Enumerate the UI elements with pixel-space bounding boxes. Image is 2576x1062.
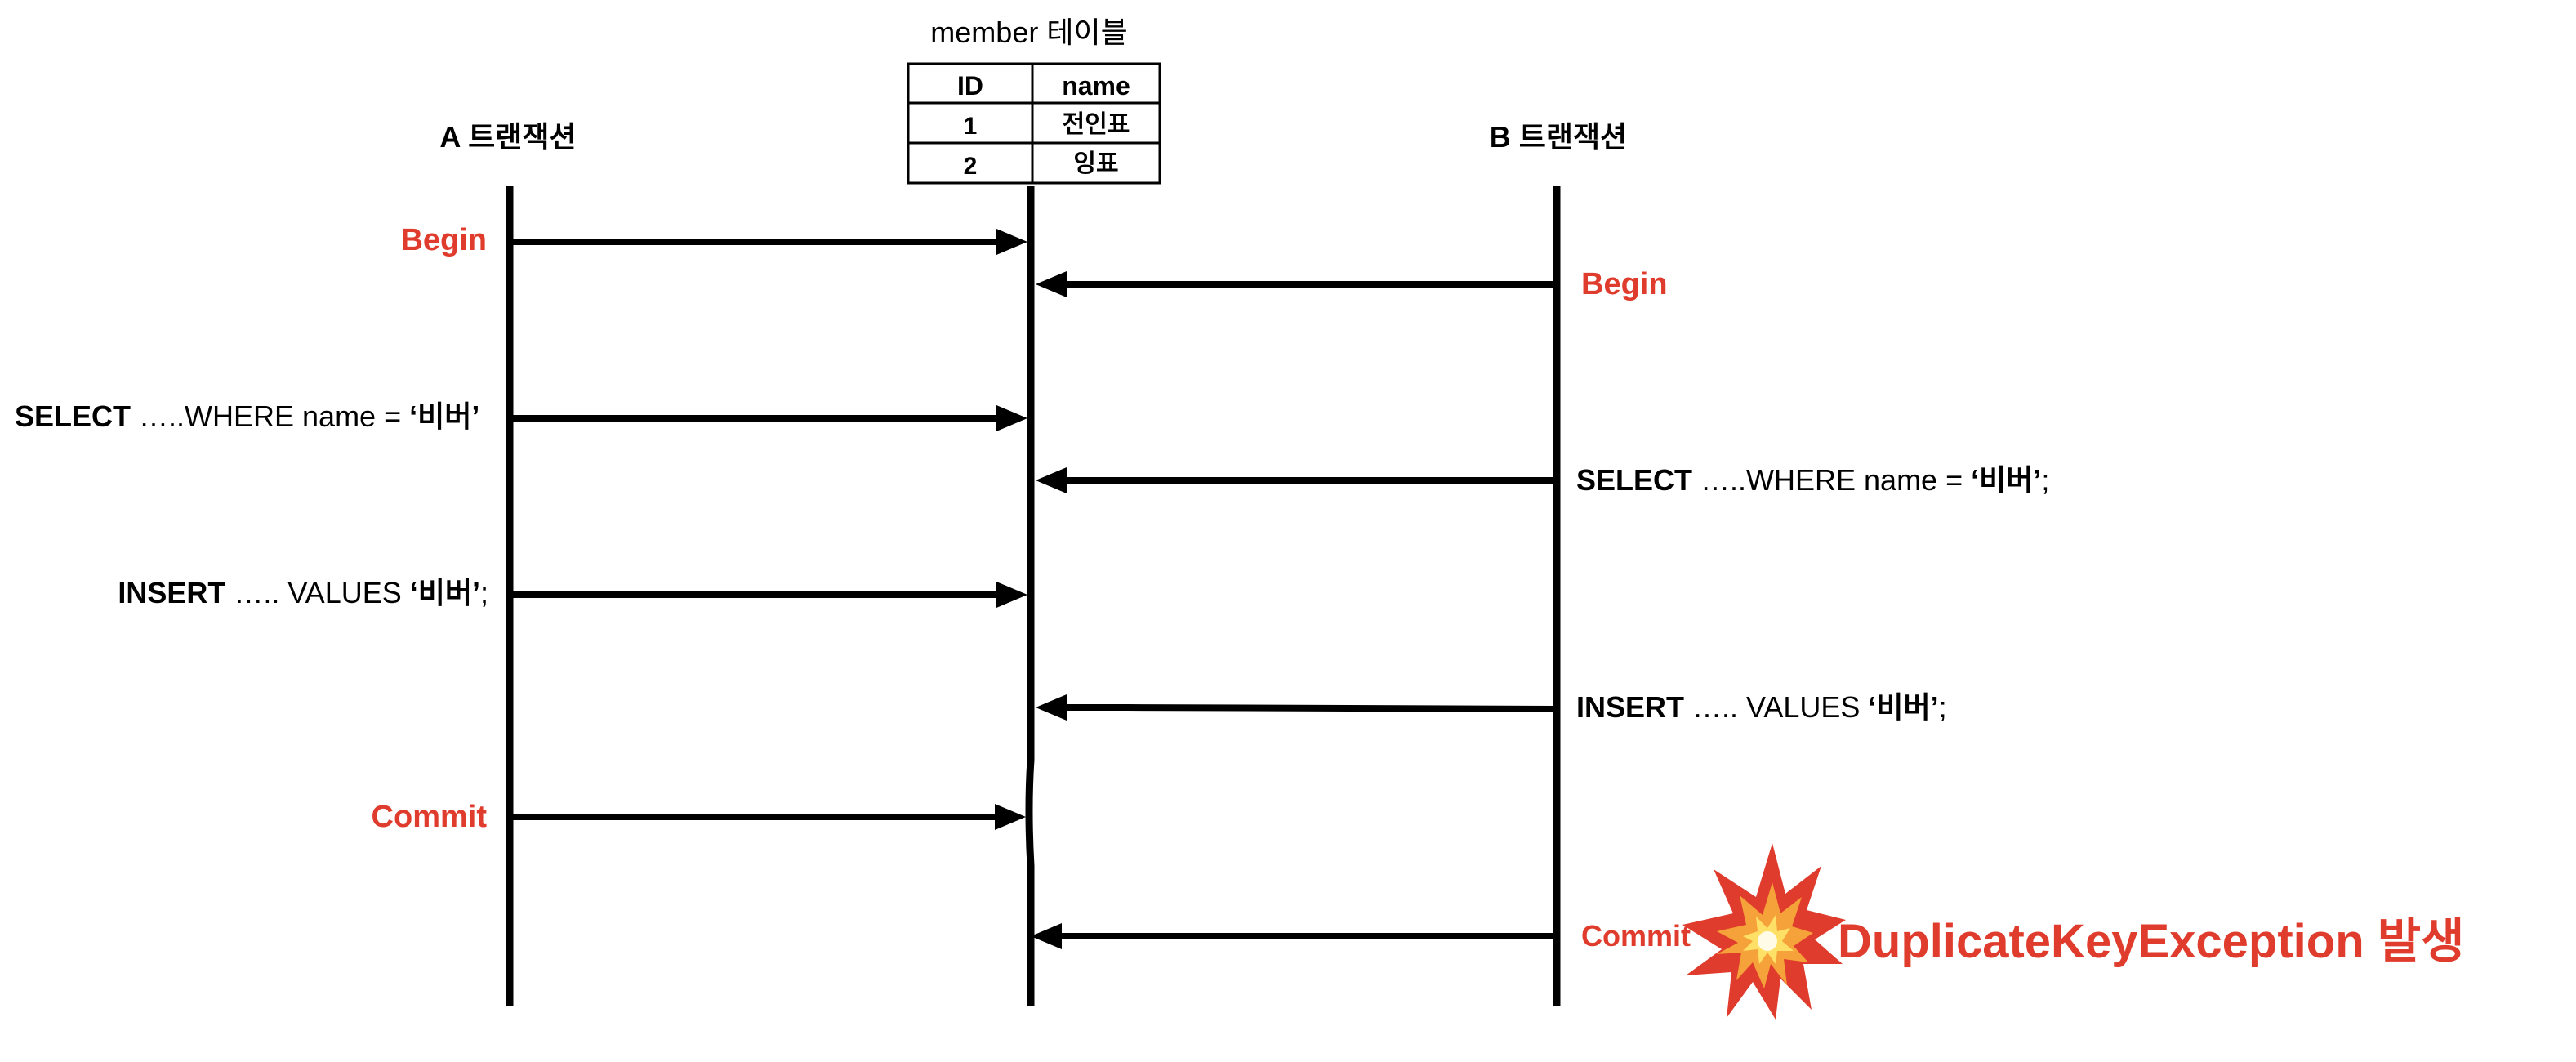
lifeline-db <box>1025 186 1035 1006</box>
a-select-rest: …..WHERE name = <box>131 399 409 433</box>
b-select-value: ‘비버’ <box>1971 463 2041 497</box>
b-begin-label: Begin <box>1581 267 1668 301</box>
b-insert-label: INSERT ….. VALUES ‘비버’; <box>1576 690 1947 724</box>
table-cell: 잉표 <box>1073 150 1118 177</box>
a-insert-rest: ….. VALUES <box>225 576 409 609</box>
table-header-id: ID <box>957 71 983 100</box>
a-select-value: ‘비버’ <box>409 399 479 433</box>
b-select-end: ; <box>2041 463 2049 497</box>
collision-icon <box>1682 843 1846 1020</box>
arrow-b-select <box>1036 467 1553 493</box>
arrow-a-select <box>513 405 1027 431</box>
b-insert-keyword: INSERT <box>1576 690 1684 724</box>
lane-b-label: B 트랜잭션 <box>1490 120 1627 154</box>
member-table: member 테이블 ID name 1 전인표 2 잉표 <box>907 16 1161 185</box>
table-cell: 2 <box>964 153 978 180</box>
b-insert-end: ; <box>1939 690 1947 724</box>
a-select-label: SELECT …..WHERE name = ‘비버’ <box>15 399 479 433</box>
a-begin-label: Begin <box>400 223 487 257</box>
table-cell: 전인표 <box>1063 111 1130 138</box>
lane-a-label: A 트랜잭션 <box>439 120 576 154</box>
arrow-a-commit <box>513 804 1026 830</box>
arrow-a-insert <box>513 582 1027 608</box>
a-commit-label: Commit <box>372 800 488 834</box>
table-cell: 1 <box>964 113 978 140</box>
b-insert-value: ‘비버’ <box>1868 690 1938 724</box>
a-insert-label: INSERT ….. VALUES ‘비버’; <box>118 576 488 609</box>
b-commit-label: Commit <box>1581 919 1691 953</box>
b-select-label: SELECT …..WHERE name = ‘비버’; <box>1576 463 2049 497</box>
b-insert-rest: ….. VALUES <box>1684 690 1868 724</box>
arrow-b-commit <box>1031 923 1553 949</box>
arrow-a-begin <box>513 229 1027 255</box>
a-insert-end: ; <box>480 576 488 609</box>
table-title: member 테이블 <box>930 16 1127 49</box>
b-select-rest: …..WHERE name = <box>1692 463 1971 497</box>
a-select-keyword: SELECT <box>15 399 131 433</box>
a-insert-keyword: INSERT <box>118 576 225 609</box>
a-insert-value: ‘비버’ <box>410 576 480 609</box>
b-select-keyword: SELECT <box>1576 463 1692 497</box>
table-header-name: name <box>1062 71 1130 100</box>
exception-label: DuplicateKeyException 발생 <box>1838 915 2464 968</box>
arrow-b-insert <box>1036 694 1554 721</box>
arrow-b-begin <box>1036 271 1553 297</box>
